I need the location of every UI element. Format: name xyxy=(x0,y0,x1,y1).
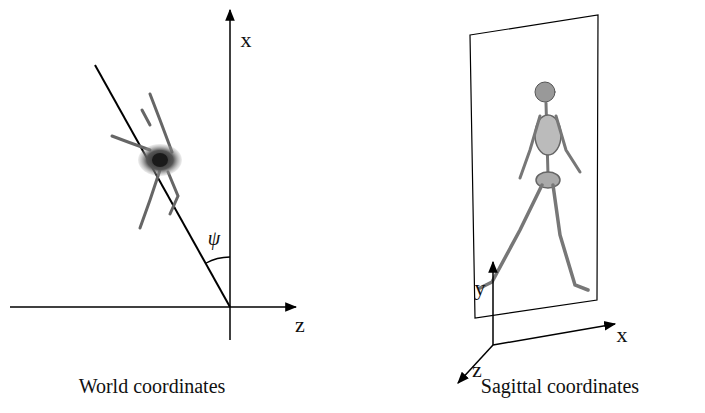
caption-text: World coordinates xyxy=(79,376,226,396)
angle-label: ψ xyxy=(208,228,220,248)
caption-text: Sagittal coordinates xyxy=(481,376,639,396)
axis-label: x xyxy=(617,324,628,346)
axis-label: y xyxy=(475,277,486,299)
axis-label: x xyxy=(241,29,252,51)
axis-label: z xyxy=(295,314,305,336)
axis-label: z xyxy=(472,359,482,381)
